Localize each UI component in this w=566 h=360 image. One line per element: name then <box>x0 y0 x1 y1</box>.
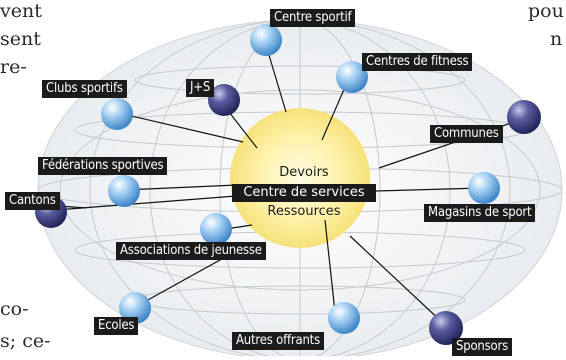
sphere-centres-fitness <box>336 61 368 93</box>
label-ecoles: Ecoles <box>94 317 139 335</box>
page-text-fragment: s; ce- <box>0 330 51 352</box>
label-cantons: Cantons <box>5 192 60 210</box>
page-text-fragment: re- <box>0 56 27 78</box>
label-centre-sportif: Centre sportif <box>270 9 356 27</box>
sphere-sponsors <box>429 311 463 345</box>
label-js: J+S <box>186 79 215 97</box>
page-text-fragment: pou <box>528 0 564 22</box>
center-label-devoirs: Devoirs <box>279 165 329 180</box>
label-centres-fitness: Centres de fitness <box>362 53 473 71</box>
core-sphere <box>230 108 370 248</box>
center-label-services: Centre de services <box>232 184 376 202</box>
page-text-fragment: vent <box>0 0 42 22</box>
label-communes: Communes <box>430 125 503 143</box>
center-label-ressources: Ressources <box>267 204 341 219</box>
label-federations: Fédérations sportives <box>38 157 168 175</box>
page-text-fragment: sent <box>0 28 41 50</box>
sphere-federations <box>108 175 140 207</box>
label-autres: Autres offrants <box>232 332 324 350</box>
label-associations: Associations de jeunesse <box>116 242 266 260</box>
sphere-autres <box>328 302 360 334</box>
sphere-js <box>208 84 240 116</box>
sphere-associations <box>200 213 232 245</box>
sphere-magasins <box>468 172 500 204</box>
label-magasins: Magasins de sport <box>424 204 536 222</box>
page-text-fragment: n <box>550 28 563 50</box>
page-text-fragment: co- <box>0 298 29 320</box>
sphere-clubs-sportifs <box>101 98 133 130</box>
sphere-centre-sportif <box>250 24 282 56</box>
sphere-ecoles <box>119 292 151 324</box>
label-sponsors: Sponsors <box>452 338 512 356</box>
label-clubs-sportifs: Clubs sportifs <box>42 80 127 98</box>
sphere-communes <box>507 100 541 134</box>
